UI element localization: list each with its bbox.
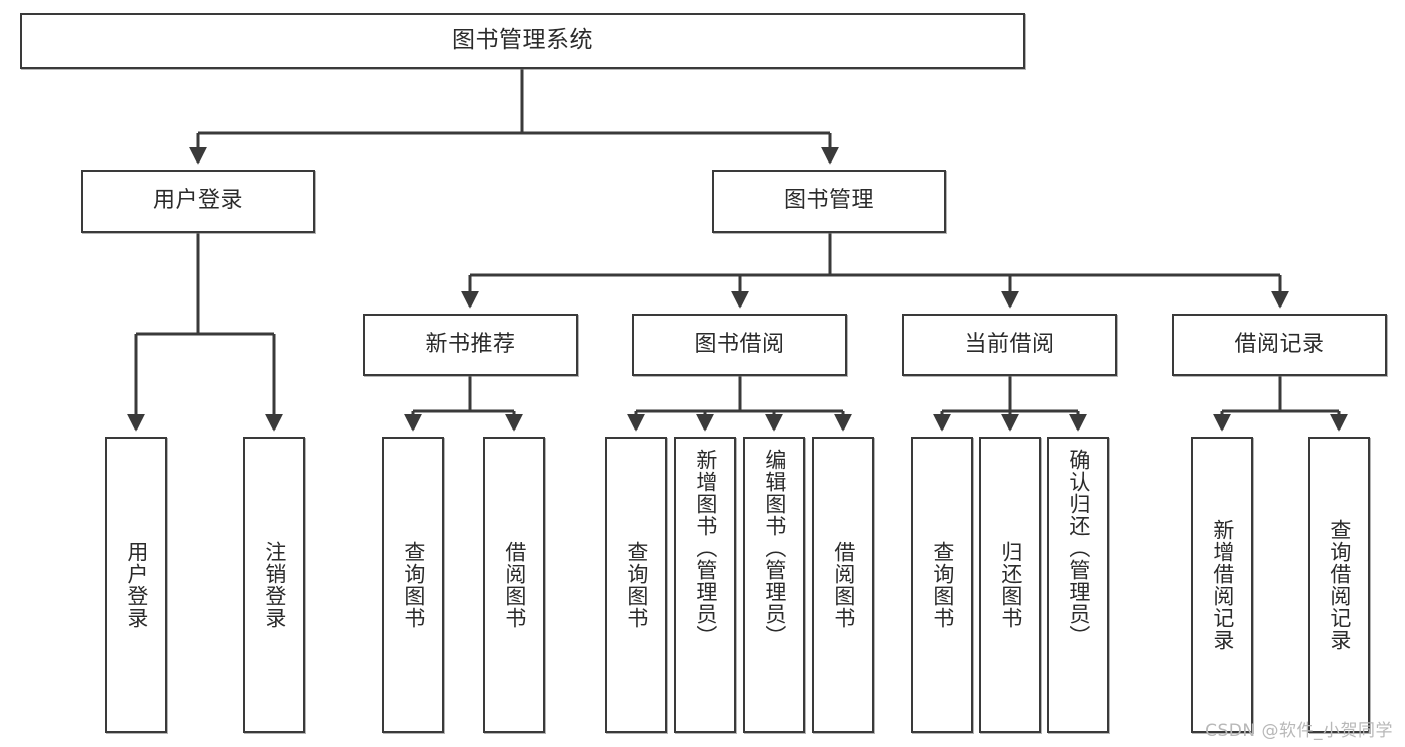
node-label: 确认归还（管理员） xyxy=(1066,449,1091,647)
node-root-book-management-system[interactable]: 图书管理系统 xyxy=(20,13,1025,69)
leaf-user-login[interactable]: 用户登录 xyxy=(105,437,167,733)
node-user-login[interactable]: 用户登录 xyxy=(81,170,315,233)
leaf-add-borrow-record[interactable]: 新增借阅记录 xyxy=(1191,437,1253,733)
node-label: 查询借阅记录 xyxy=(1327,519,1352,651)
node-current-borrow[interactable]: 当前借阅 xyxy=(902,314,1117,376)
node-label: 新增借阅记录 xyxy=(1210,519,1235,651)
watermark-text: CSDN @软件_小贺同学 xyxy=(1205,721,1393,741)
node-label: 借阅图书 xyxy=(831,541,856,629)
node-label: 查询图书 xyxy=(930,541,955,629)
node-label: 图书借阅 xyxy=(694,331,785,357)
node-new-book-recommend[interactable]: 新书推荐 xyxy=(363,314,578,376)
leaf-add-book-admin[interactable]: 新增图书（管理员） xyxy=(674,437,736,733)
leaf-query-book-recommend[interactable]: 查询图书 xyxy=(382,437,444,733)
node-label: 用户登录 xyxy=(124,541,149,629)
node-label: 注销登录 xyxy=(262,541,287,629)
leaf-query-borrow-record[interactable]: 查询借阅记录 xyxy=(1308,437,1370,733)
node-label: 图书管理系统 xyxy=(452,27,593,54)
node-label: 归还图书 xyxy=(998,541,1023,629)
node-book-borrow[interactable]: 图书借阅 xyxy=(632,314,847,376)
leaf-borrow-book[interactable]: 借阅图书 xyxy=(812,437,874,733)
node-label: 新书推荐 xyxy=(425,331,516,357)
leaf-query-book-current[interactable]: 查询图书 xyxy=(911,437,973,733)
node-label: 借阅记录 xyxy=(1234,331,1325,357)
node-label: 新增图书（管理员） xyxy=(693,449,718,647)
node-label: 当前借阅 xyxy=(964,331,1055,357)
leaf-query-book-borrow[interactable]: 查询图书 xyxy=(605,437,667,733)
node-label: 用户登录 xyxy=(152,188,243,214)
leaf-confirm-return-admin[interactable]: 确认归还（管理员） xyxy=(1047,437,1109,733)
node-label: 编辑图书（管理员） xyxy=(762,449,787,647)
node-label: 查询图书 xyxy=(624,541,649,629)
node-book-management[interactable]: 图书管理 xyxy=(712,170,946,233)
leaf-logout[interactable]: 注销登录 xyxy=(243,437,305,733)
leaf-borrow-book-recommend[interactable]: 借阅图书 xyxy=(483,437,545,733)
leaf-edit-book-admin[interactable]: 编辑图书（管理员） xyxy=(743,437,805,733)
node-label: 查询图书 xyxy=(401,541,426,629)
node-borrow-record[interactable]: 借阅记录 xyxy=(1172,314,1387,376)
node-label: 图书管理 xyxy=(783,188,874,214)
leaf-return-book[interactable]: 归还图书 xyxy=(979,437,1041,733)
node-label: 借阅图书 xyxy=(502,541,527,629)
